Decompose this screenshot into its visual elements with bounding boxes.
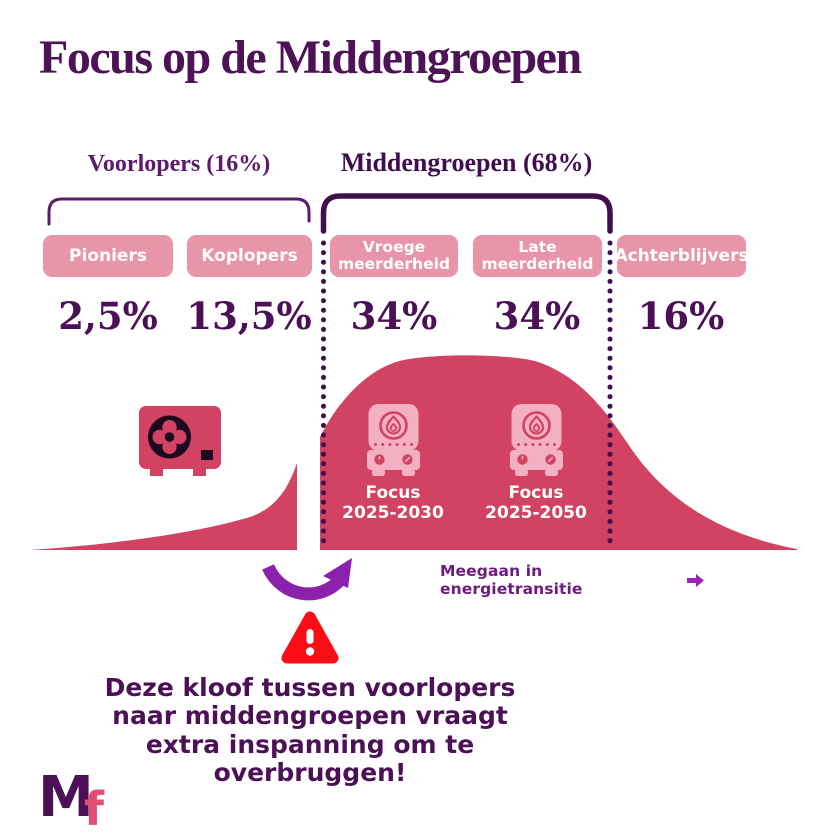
pct-pioniers: 2,5%: [58, 294, 158, 338]
pct-koplopers: 13,5%: [186, 294, 312, 338]
boiler-icon: [367, 404, 420, 476]
heat-pump-icon: [139, 406, 221, 476]
voorlopers-bracket: [47, 197, 311, 226]
pct-achterblijvers: 16%: [637, 294, 725, 338]
middengroepen-bracket: [320, 193, 613, 234]
axis-label-text: Meegaan in energietransitie: [440, 562, 583, 598]
middengroepen-group-label: Middengroepen (68%): [340, 148, 593, 177]
pill-koplopers: Koplopers: [187, 235, 312, 277]
curved-arrow-icon: [262, 558, 352, 601]
focus-label-2050: Focus 2025-2050: [485, 483, 587, 524]
mf-logo: M: [38, 765, 94, 830]
focus-label-2030: Focus 2025-2030: [342, 483, 444, 524]
axis-label: Meegaan in energietransitie: [440, 562, 704, 598]
mf-logo-f: f: [84, 782, 105, 834]
page-title: Focus op de Middengroepen: [39, 31, 582, 84]
right-arrow-icon: [687, 573, 704, 587]
pill-late-meerderheid: Late meerderheid: [473, 235, 602, 277]
kloof-warning-text: Deze kloof tussen voorlopers naar midden…: [104, 673, 516, 787]
pill-vroege-meerderheid: Vroege meerderheid: [330, 235, 458, 277]
pct-vroege-meerderheid: 34%: [350, 294, 438, 338]
pill-pioniers: Pioniers: [43, 235, 173, 277]
curve-left-segment: [30, 463, 297, 550]
pill-achterblijvers: Achterblijvers: [614, 235, 749, 277]
pct-late-meerderheid: 34%: [493, 294, 581, 338]
voorlopers-group-label: Voorlopers (16%): [87, 151, 271, 177]
warning-triangle-icon: [281, 611, 339, 664]
boiler-icon: [510, 404, 563, 476]
